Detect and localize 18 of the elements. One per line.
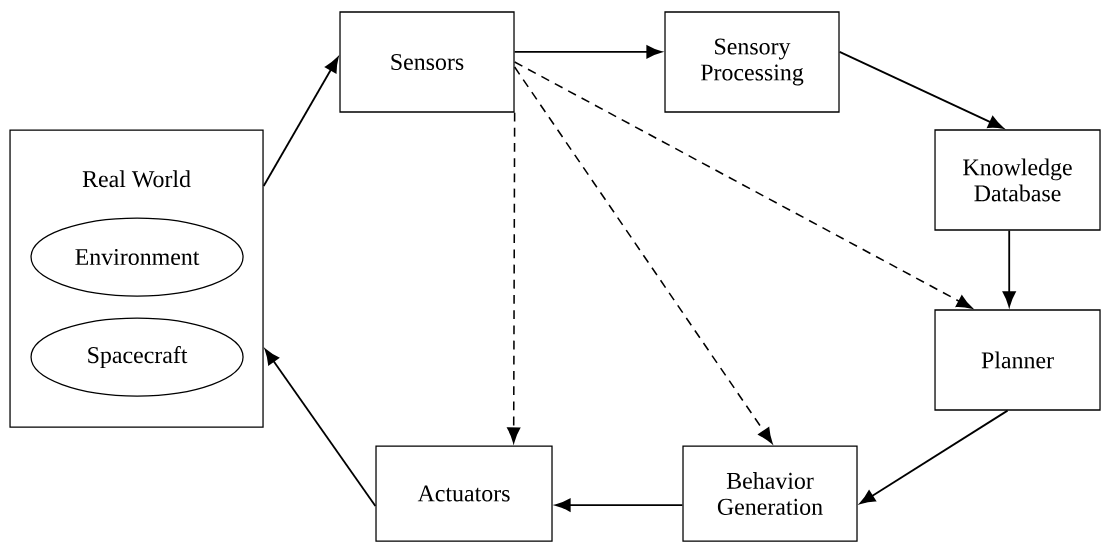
arrow bbox=[262, 57, 339, 187]
arrow bbox=[859, 409, 1009, 505]
arrow bbox=[507, 111, 521, 444]
ellipse-node: Environment bbox=[30, 217, 244, 297]
arrow bbox=[513, 61, 973, 309]
arrow bbox=[513, 66, 773, 444]
process-box: Knowledge Database bbox=[934, 129, 1101, 231]
process-box: Sensory Processing bbox=[664, 11, 840, 113]
arrow bbox=[555, 498, 684, 512]
process-box: Planner bbox=[934, 309, 1101, 411]
arrow bbox=[264, 349, 377, 507]
process-box: Behavior Generation bbox=[682, 445, 858, 542]
arrow bbox=[1002, 229, 1016, 307]
process-box: Actuators bbox=[375, 445, 553, 542]
ellipse-node: Spacecraft bbox=[30, 317, 244, 397]
arrow bbox=[513, 45, 662, 59]
process-box: Sensors bbox=[339, 11, 515, 113]
arrow bbox=[838, 50, 1004, 129]
